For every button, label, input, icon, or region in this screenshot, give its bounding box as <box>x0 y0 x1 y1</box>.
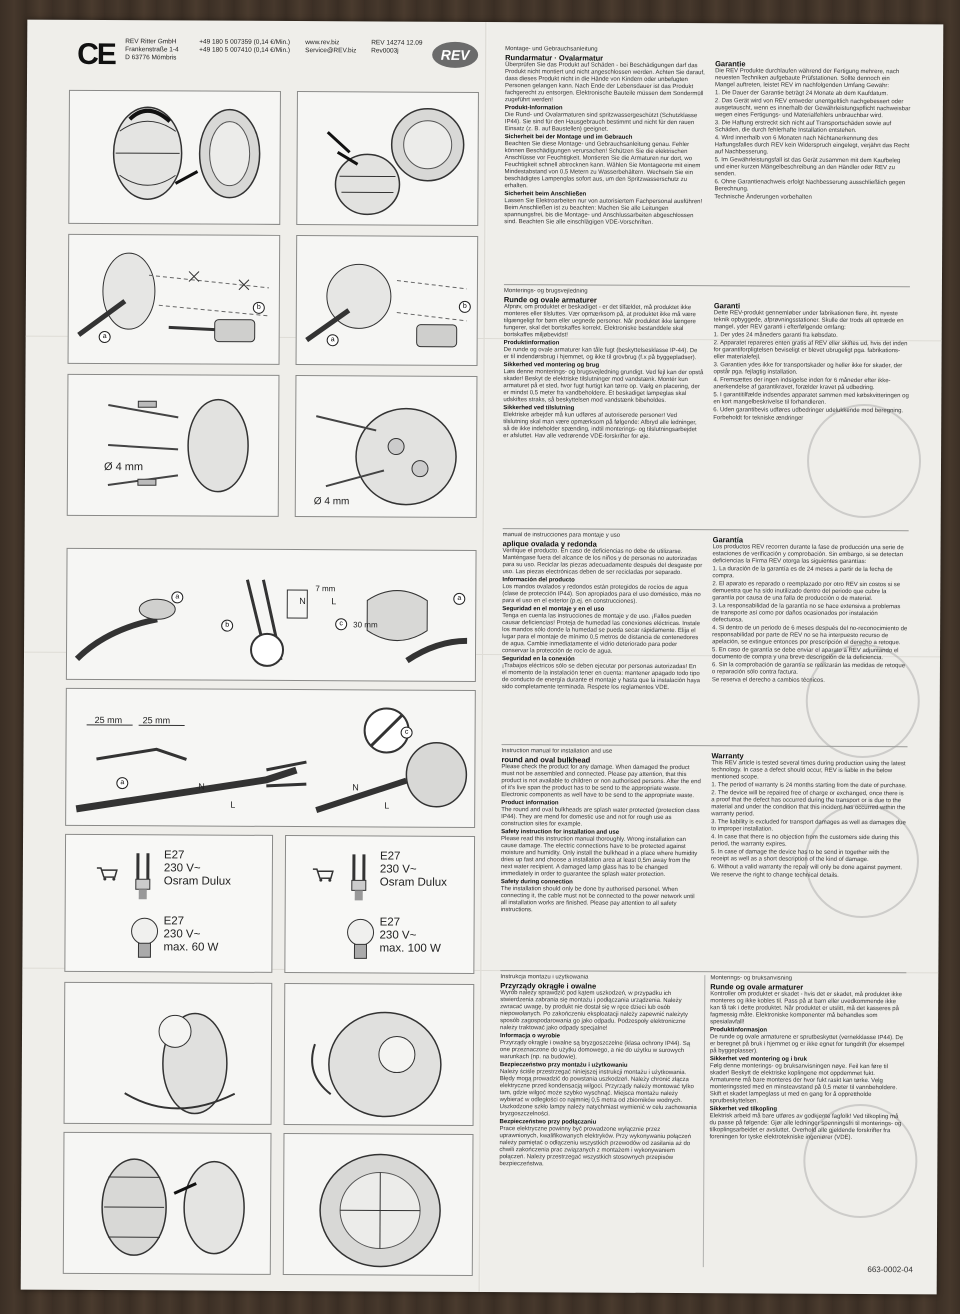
divider <box>500 970 907 974</box>
text-column: Montage- und Gebrauchsanleitung Rundarma… <box>483 22 940 1294</box>
incandescent-bulb-icon <box>347 918 375 959</box>
step-cable-entry: a b c N L 7 mm 30 mm a <box>65 547 477 682</box>
strip-length-30mm: 30 mm <box>353 620 378 630</box>
step-mount-round: Ø 4 mm <box>294 375 478 518</box>
step-close-oval <box>62 1131 272 1275</box>
cable-entry-illustration <box>74 579 468 667</box>
label-a: a <box>116 777 129 790</box>
es-instructions: manual de instrucciones para montaje y u… <box>501 532 703 691</box>
divider <box>502 528 909 532</box>
insert-bulb-round-illustration <box>311 1011 442 1118</box>
rev-logo: REV <box>432 41 479 68</box>
cfl-bulb-icon <box>351 854 367 901</box>
ce-mark: CE <box>77 37 115 72</box>
label-b: b <box>221 619 234 632</box>
round-base-mounting-illustration <box>316 407 457 506</box>
de-warranty: Garantie Die REV Produkte durchlaufen wä… <box>714 59 911 201</box>
label-b: b <box>252 301 265 314</box>
strip-length-7mm: 7 mm <box>315 584 336 594</box>
document-code: 663-0002-04 <box>867 1265 913 1275</box>
divider <box>702 975 706 1268</box>
step-mark-drill-oval: a b <box>67 233 281 365</box>
screw-mounting-illustration <box>107 398 249 493</box>
step-open-round-lamp <box>296 91 479 226</box>
no-instructions: Monterings- og bruksanvisning Runde og o… <box>709 975 905 1141</box>
close-oval-lamp-illustration <box>101 1158 245 1256</box>
round-lamp-open-illustration <box>326 107 465 216</box>
live-label: L <box>331 596 337 607</box>
divider <box>503 284 910 288</box>
strip-25mm-label: 25 mm <box>94 714 123 726</box>
oval-lamp-open-illustration <box>112 106 261 200</box>
label-a: a <box>171 591 184 604</box>
drill-size-label: Ø 4 mm <box>103 461 144 474</box>
incandescent-bulb-icon <box>131 917 159 958</box>
step-strip-connect: 25 mm 25 mm a c N L N L <box>65 687 476 828</box>
label-b: b <box>458 300 471 313</box>
pl-instructions: Instrukcja montażu i użytkowania Przyrzą… <box>499 974 697 1168</box>
close-round-lamp-illustration <box>319 1153 441 1268</box>
de-instructions: Montage- und Gebrauchsanleitung Rundarma… <box>504 46 705 226</box>
neutral-label: N <box>299 596 306 607</box>
da-instructions: Monterings- og brugsvejledning Runde og … <box>503 288 704 440</box>
neutral-label: N <box>198 781 205 792</box>
cfl-bulb-icon <box>135 853 151 900</box>
es-warranty: Garantía Los productos REV recorren dura… <box>711 535 908 684</box>
label-a: a <box>326 334 339 347</box>
step-mount-oval: Ø 4 mm <box>66 373 280 517</box>
drill-size-label: Ø 4 mm <box>313 496 350 508</box>
step-close-round <box>282 1132 474 1276</box>
label-a: a <box>453 592 466 605</box>
neutral-label: N <box>352 782 359 793</box>
en-instructions: Instruction manual for installation and … <box>500 748 701 914</box>
live-label: L <box>230 799 236 810</box>
label-c: c <box>335 618 348 631</box>
shopping-cart-icon <box>312 868 334 882</box>
strip-25mm-label: 25 mm <box>142 715 171 726</box>
da-warranty: Garanti Dette REV-produkt gennemløber un… <box>713 301 909 422</box>
drill-marking-round-illustration <box>305 263 467 348</box>
wire-strip-connect-illustration <box>75 707 468 813</box>
drill-marking-illustration <box>77 252 269 343</box>
insert-bulb-oval-illustration <box>124 1012 236 1115</box>
en-warranty: Warranty This REV article is tested seve… <box>710 751 907 879</box>
step-open-oval-lamp <box>68 89 281 225</box>
phone-numbers: +49 180 5 007359 (0,14 €/Min.)+49 180 5 … <box>199 38 291 54</box>
step-insert-bulb-oval <box>63 981 273 1125</box>
label-a: a <box>98 330 111 344</box>
live-label: L <box>384 800 390 811</box>
step-mark-drill-round: a b <box>295 235 479 366</box>
step-insert-bulb-round <box>283 982 475 1126</box>
label-c: c <box>400 726 413 739</box>
shopping-cart-icon <box>96 867 118 881</box>
